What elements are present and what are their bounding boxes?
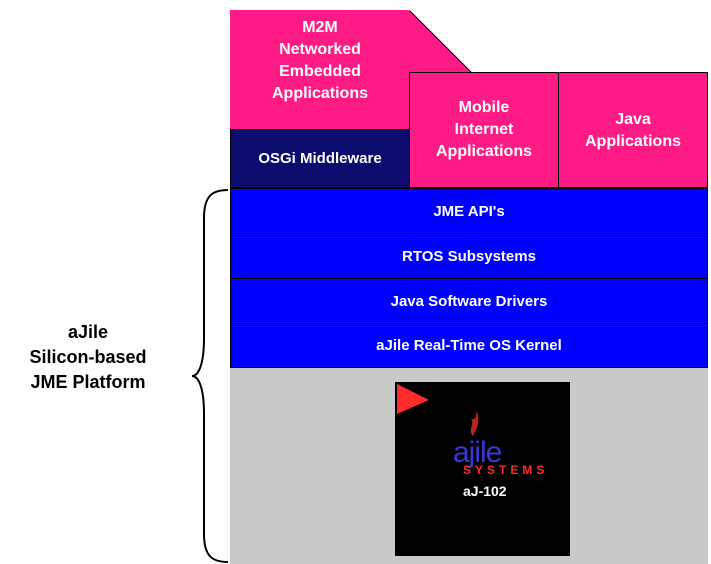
platform-label-line-2: Silicon-based [29, 347, 147, 367]
chip-image: ajile SYSTEMS aJ-102 [395, 382, 570, 556]
java-applications-block: Java Applications [558, 72, 708, 188]
fold-connector [409, 10, 472, 73]
platform-label-line-1: aJile [67, 322, 109, 342]
jme-apis-label: JME API's [433, 202, 505, 220]
m2m-line-1: M2M [302, 19, 338, 36]
curly-brace [191, 189, 229, 563]
mobile-line-1: Mobile [458, 99, 510, 116]
mobile-internet-applications-block: Mobile Internet Applications [409, 72, 559, 188]
os-kernel-layer: aJile Real-Time OS Kernel [230, 323, 708, 368]
jme-apis-layer: JME API's [230, 188, 708, 234]
m2m-applications-block: M2M Networked Embedded Applications [230, 10, 410, 130]
mobile-line-2: Internet [454, 121, 514, 138]
logo-text: ajile [453, 436, 502, 469]
m2m-line-3: Embedded [279, 63, 361, 80]
rtos-subsystems-label: RTOS Subsystems [402, 247, 536, 265]
flame-icon [470, 408, 479, 436]
java-line-2: Applications [584, 133, 681, 150]
m2m-line-4: Applications [271, 85, 368, 102]
platform-label-line-3: JME Platform [30, 372, 146, 392]
logo-subtext: SYSTEMS [463, 463, 549, 477]
rtos-subsystems-layer: RTOS Subsystems [230, 233, 708, 279]
osgi-middleware-block: OSGi Middleware [230, 129, 410, 188]
platform-label: aJile Silicon-based JME Platform [0, 320, 176, 395]
osgi-label: OSGi Middleware [258, 150, 382, 167]
flag-icon [397, 384, 429, 414]
java-software-drivers-layer: Java Software Drivers [230, 278, 708, 324]
os-kernel-label: aJile Real-Time OS Kernel [376, 337, 562, 354]
chip-model: aJ-102 [463, 483, 507, 499]
java-software-drivers-label: Java Software Drivers [390, 292, 548, 310]
java-line-1: Java [615, 111, 651, 128]
m2m-line-2: Networked [279, 41, 361, 58]
mobile-line-3: Applications [435, 143, 532, 160]
